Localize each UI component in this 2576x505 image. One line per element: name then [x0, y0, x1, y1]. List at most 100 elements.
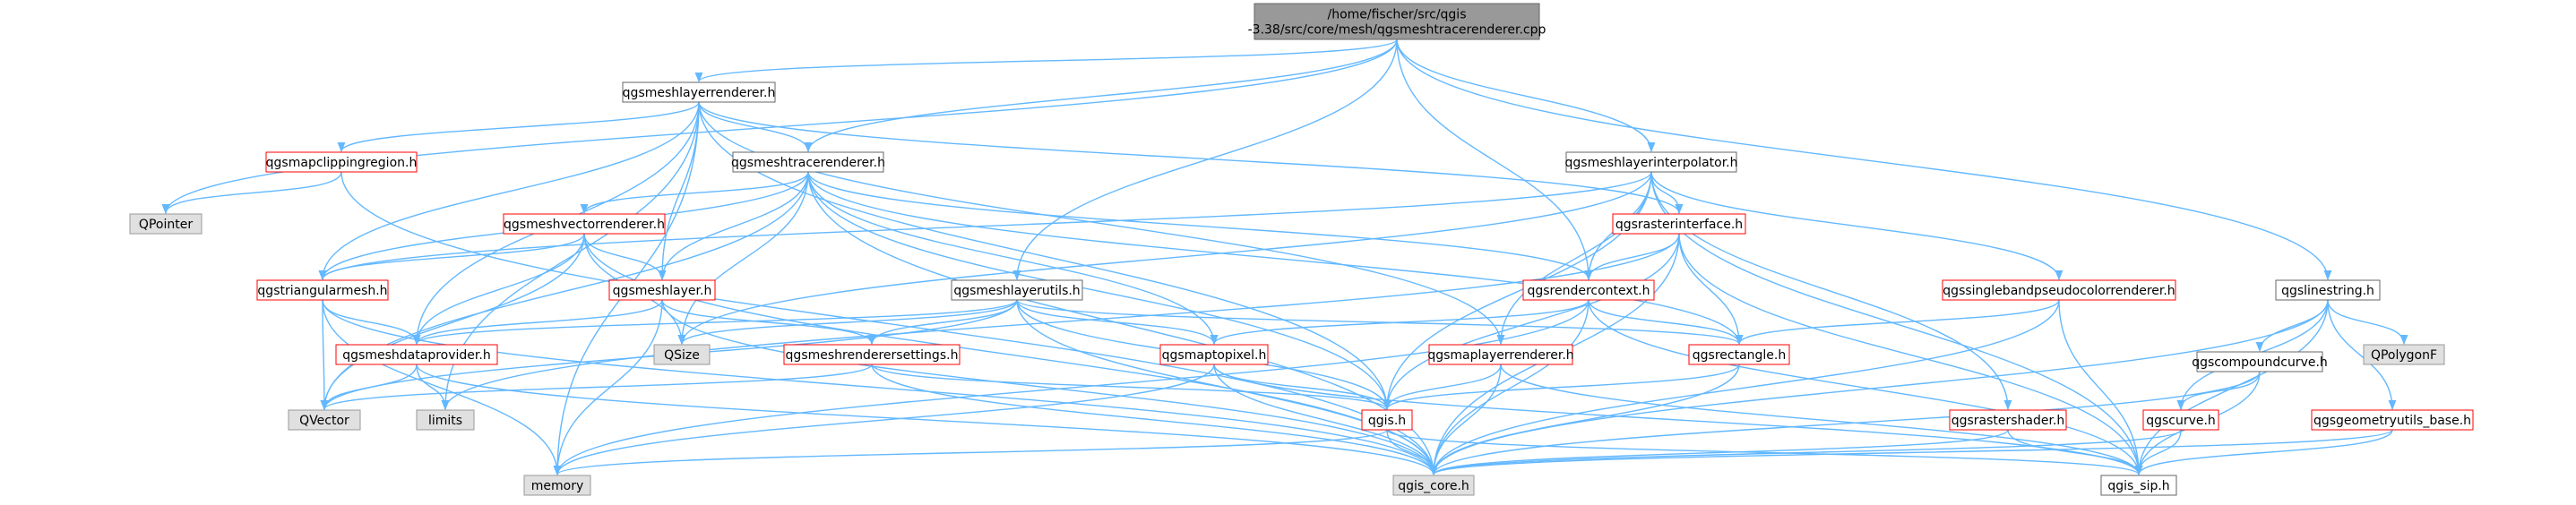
node-qgsmeshlayerrenderer[interactable]: qgsmeshlayerrenderer.h: [622, 81, 776, 103]
edge-qgsrendercontext-to-qgis_core: [1429, 299, 1590, 476]
node-label-root: -3.38/src/core/mesh/qgsmeshtracerenderer…: [1248, 23, 1546, 38]
edge-root-to-qgsmeshlayerrenderer: [694, 39, 1398, 83]
node-label-memory: memory: [531, 479, 584, 493]
node-box-qgsmeshlayerutils: [951, 279, 1083, 301]
node-qgscompoundcurve[interactable]: qgscompoundcurve.h: [2192, 351, 2328, 372]
node-qgsmapclippingregion[interactable]: qgsmapclippingregion.h: [265, 151, 418, 173]
edge-root-to-qgsmeshtracerenderer: [804, 39, 1398, 153]
edge-qgslinestring-to-qgis_sip: [2134, 299, 2329, 476]
node-qgsmeshrenderersettings[interactable]: qgsmeshrenderersettings.h: [783, 344, 961, 365]
edge-qgsmeshdataprovider-to-qgis_core: [416, 364, 1438, 476]
edge-qgslinestring-to-qgsgeometryutils_base: [2327, 299, 2397, 411]
node-label-qgsmeshlayerrenderer: qgsmeshlayerrenderer.h: [623, 86, 776, 100]
node-box-qgscompoundcurve: [2196, 351, 2323, 372]
edge-qgssinglebandpseudocolorrenderer-to-qgsrectangle: [1735, 299, 2060, 346]
edge-root-to-qgslinestring: [1396, 39, 2332, 281]
node-box-root: [1254, 3, 1540, 40]
node-root[interactable]: /home/fischer/src/qgis-3.38/src/core/mes…: [1248, 3, 1546, 40]
node-limits[interactable]: limits: [416, 409, 475, 431]
node-box-qgis: [1361, 409, 1413, 431]
node-label-qgsmeshdataprovider: qgsmeshdataprovider.h: [342, 348, 490, 363]
node-box-qgis_sip: [2100, 475, 2177, 496]
edge-qgsgeometryutils_base-to-qgis_core: [1429, 429, 2393, 476]
node-qgsmeshdataprovider[interactable]: qgsmeshdataprovider.h: [335, 344, 498, 365]
node-qgsmeshlayerutils[interactable]: qgsmeshlayerutils.h: [951, 279, 1083, 301]
node-qgsrasterinterface[interactable]: qgsrasterinterface.h: [1612, 213, 1746, 235]
node-qgis_sip[interactable]: qgis_sip.h: [2100, 475, 2177, 496]
node-box-qgstriangularmesh: [256, 279, 389, 301]
edge-qgsmeshlayer-to-qgsmeshrenderersettings: [661, 299, 876, 346]
node-qgis[interactable]: qgis.h: [1361, 409, 1413, 431]
edge-qgsrasterinterface-to-qgsrectangle: [1678, 233, 1744, 346]
node-box-qgsmapclippingregion: [265, 151, 418, 173]
node-box-qgsmeshdataprovider: [335, 344, 498, 365]
edge-qgsrastershader-to-qgis_sip: [2007, 429, 2143, 476]
node-label-QPolygonF: QPolygonF: [2371, 348, 2437, 363]
node-qgsrastershader[interactable]: qgsrastershader.h: [1949, 409, 2067, 431]
node-box-qgsmaplayerrenderer: [1428, 344, 1573, 365]
node-label-qgslinestring: qgslinestring.h: [2281, 284, 2374, 298]
node-label-qgsmeshrenderersettings: qgsmeshrenderersettings.h: [786, 348, 959, 363]
edge-qgsmeshlayerrenderer-to-qgsmeshtracerenderer: [698, 101, 813, 153]
edge-qgsrastershader-to-qgis_core: [1429, 429, 2009, 476]
edge-qgsrendercontext-to-qgsmaptopixel: [1210, 299, 1590, 346]
node-label-qgsrastershader: qgsrastershader.h: [1951, 414, 2065, 428]
edge-qgsmeshlayerutils-to-qgis_core: [1016, 299, 1438, 476]
edge-qgsmapclippingregion-to-QPointer: [161, 171, 342, 215]
edge-qgstriangularmesh-to-memory: [322, 299, 562, 476]
node-qgsmeshlayer[interactable]: qgsmeshlayer.h: [608, 279, 716, 301]
node-qgsrectangle[interactable]: qgsrectangle.h: [1688, 344, 1790, 365]
node-box-limits: [416, 409, 475, 431]
edge-qgsrasterinterface-to-qgis_sip: [1678, 233, 2143, 476]
node-label-qgsmeshlayerutils: qgsmeshlayerutils.h: [953, 284, 1080, 298]
node-qgsmaptopixel[interactable]: qgsmaptopixel.h: [1159, 344, 1269, 365]
node-label-qgssinglebandpseudocolorrenderer: qgssinglebandpseudocolorrenderer.h: [1943, 284, 2175, 298]
edge-root-to-qgsrendercontext: [1396, 39, 1593, 281]
nodes-layer: /home/fischer/src/qgis-3.38/src/core/mes…: [129, 3, 2474, 496]
node-QPointer[interactable]: QPointer: [129, 213, 202, 235]
edge-qgsmeshlayer-to-qgsmeshdataprovider: [412, 299, 663, 346]
node-qgsmeshlayerinterpolator[interactable]: qgsmeshlayerinterpolator.h: [1565, 151, 1738, 173]
node-QSize[interactable]: QSize: [653, 344, 711, 365]
edge-qgsmeshvectorrenderer-to-qgstriangularmesh: [318, 233, 585, 281]
node-box-qgsmeshtracerenderer: [732, 151, 884, 173]
node-QVector[interactable]: QVector: [288, 409, 361, 431]
edge-qgsmeshdataprovider-to-limits: [416, 364, 450, 411]
node-memory[interactable]: memory: [523, 475, 591, 496]
node-label-qgsmaplayerrenderer: qgsmaplayerrenderer.h: [1427, 348, 1573, 363]
node-qgsmeshtracerenderer[interactable]: qgsmeshtracerenderer.h: [731, 151, 885, 173]
edge-qgsmeshlayerrenderer-to-qgsrasterinterface: [698, 101, 1684, 215]
node-box-qgsgeometryutils_base: [2311, 409, 2474, 431]
edge-qgsmaptopixel-to-qgis_core: [1213, 364, 1438, 476]
edge-qgsrasterinterface-to-qgis: [1383, 233, 1680, 411]
node-qgis_core[interactable]: qgis_core.h: [1392, 475, 1475, 496]
edge-qgsrasterinterface-to-limits: [441, 233, 1680, 411]
edge-qgsmeshlayerutils-to-qgsmeshdataprovider: [412, 299, 1018, 346]
edge-qgsrectangle-to-qgis_core: [1429, 364, 1740, 476]
node-qgstriangularmesh[interactable]: qgstriangularmesh.h: [256, 279, 389, 301]
node-qgssinglebandpseudocolorrenderer[interactable]: qgssinglebandpseudocolorrenderer.h: [1942, 279, 2176, 301]
node-box-qgsrectangle: [1688, 344, 1790, 365]
edge-qgsmeshvectorrenderer-to-qgsmeshlayer: [583, 233, 667, 281]
node-qgsrendercontext[interactable]: qgsrendercontext.h: [1522, 279, 1655, 301]
edge-qgscompoundcurve-to-qgscurve: [2176, 371, 2261, 411]
edge-qgsmeshlayerinterpolator-to-qgssinglebandpseudocolorrenderer: [1650, 171, 2063, 281]
node-qgsgeometryutils_base[interactable]: qgsgeometryutils_base.h: [2311, 409, 2474, 431]
node-qgscurve[interactable]: qgscurve.h: [2142, 409, 2219, 431]
edge-qgsmaplayerrenderer-to-qgis_core: [1429, 364, 1502, 476]
edge-qgscompoundcurve-to-qgis_core: [1429, 371, 2261, 476]
node-qgslinestring[interactable]: qgslinestring.h: [2275, 279, 2381, 301]
node-box-qgsmeshvectorrenderer: [503, 213, 666, 235]
node-box-qgsmeshrenderersettings: [783, 344, 961, 365]
edges-layer: [161, 39, 2408, 476]
node-label-qgsmeshlayerinterpolator: qgsmeshlayerinterpolator.h: [1565, 156, 1738, 170]
node-label-root: /home/fischer/src/qgis: [1327, 8, 1466, 22]
node-box-memory: [523, 475, 591, 496]
node-QPolygonF[interactable]: QPolygonF: [2363, 344, 2445, 365]
node-qgsmaplayerrenderer[interactable]: qgsmaplayerrenderer.h: [1427, 344, 1574, 365]
node-label-qgscompoundcurve: qgscompoundcurve.h: [2192, 355, 2328, 370]
node-qgsmeshvectorrenderer[interactable]: qgsmeshvectorrenderer.h: [503, 213, 666, 235]
edge-qgsmeshtracerenderer-to-QSize: [677, 171, 809, 346]
edge-qgsmeshvectorrenderer-to-qgis_core: [583, 233, 1438, 476]
node-label-QVector: QVector: [299, 414, 349, 428]
